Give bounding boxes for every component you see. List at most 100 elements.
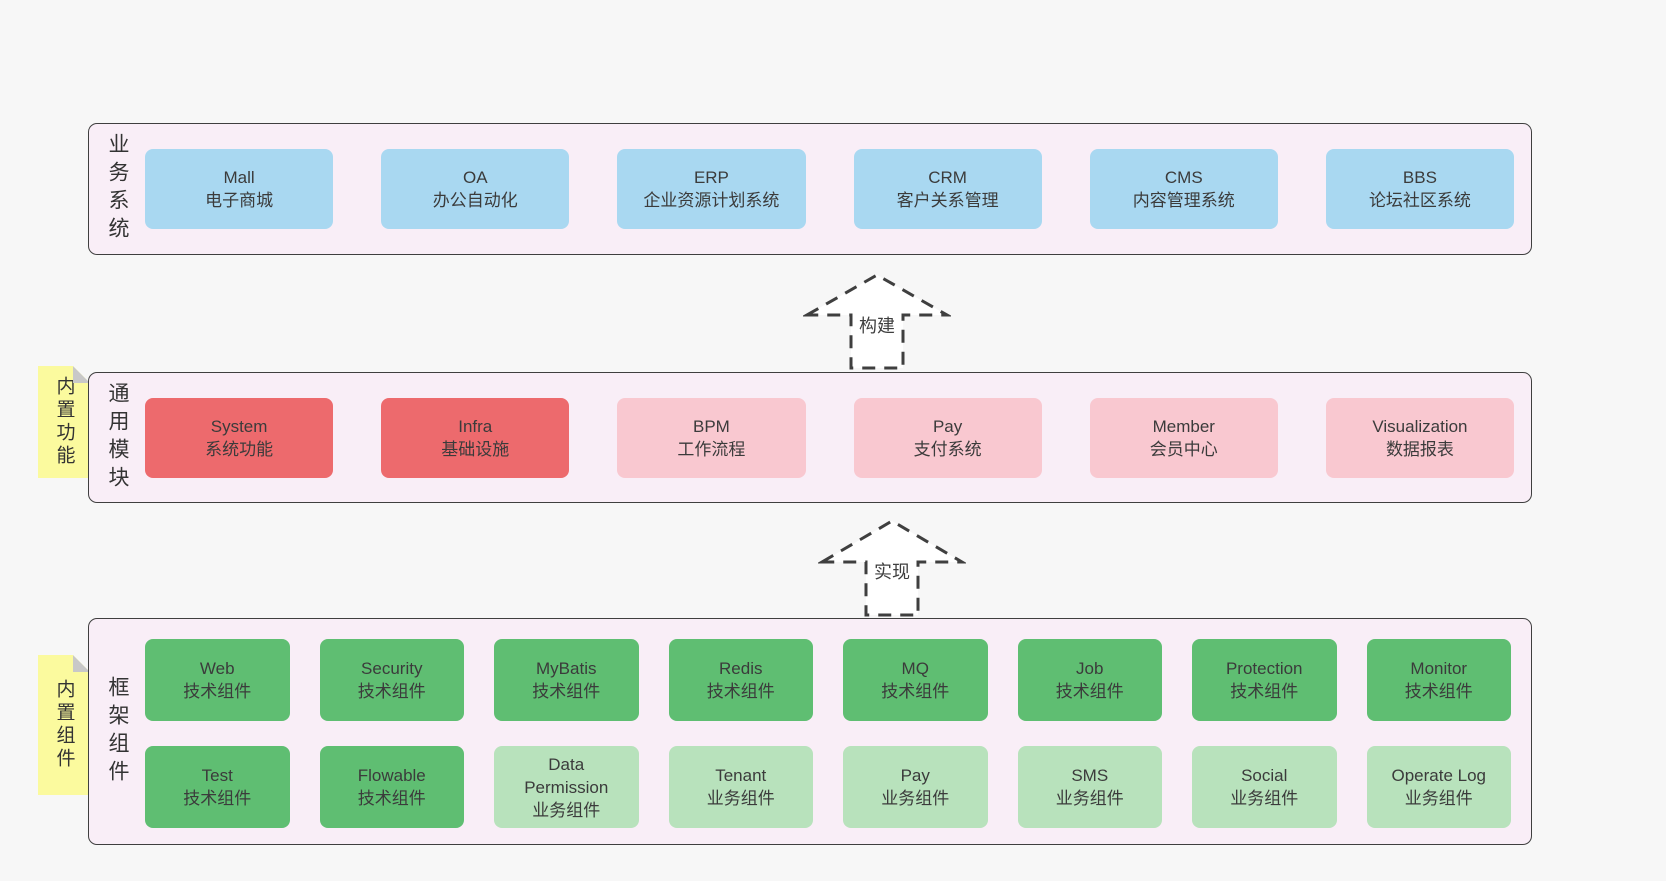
node-bbs: BBS 论坛社区系统 <box>1325 149 1515 229</box>
layer-components-label: 框架组件 <box>106 675 129 788</box>
node-erp-zh: 企业资源计划系统 <box>643 191 780 210</box>
node-cms: CMS 内容管理系统 <box>1089 149 1278 229</box>
node-redis: Redis 技术组件 <box>668 639 813 721</box>
node-member-en: Member <box>1152 416 1215 436</box>
node-sms: SMS 业务组件 <box>1017 746 1162 828</box>
node-operate-log-en: Operate Log <box>1391 766 1486 785</box>
node-flowable-en: Flowable <box>357 766 426 785</box>
sticky-built-in-features: 内置功能 <box>38 366 90 478</box>
node-test: Test 技术组件 <box>145 746 290 828</box>
node-pay-module-zh: 支付系统 <box>913 439 982 459</box>
node-redis-en: Redis <box>719 659 763 678</box>
sticky-built-in-components: 内置组件 <box>38 655 90 795</box>
node-oa-zh: 办公自动化 <box>432 191 518 210</box>
node-mall-en: Mall <box>223 168 255 187</box>
business-boxes-row: Mall 电子商城 OA 办公自动化 ERP 企业资源计划系统 CRM 客户关系… <box>145 149 1515 229</box>
node-protection-zh: 技术组件 <box>1230 682 1299 701</box>
arrow-build: 构建 <box>803 271 951 372</box>
node-data-permission: Data Permission 业务组件 <box>494 746 639 828</box>
node-crm: CRM 客户关系管理 <box>853 149 1042 229</box>
node-social-zh: 业务组件 <box>1230 789 1299 808</box>
arrow-implement: 实现 <box>818 517 966 619</box>
node-mall: Mall 电子商城 <box>145 149 334 229</box>
node-operate-log: Operate Log 业务组件 <box>1366 746 1511 828</box>
node-tenant-en: Tenant <box>715 766 767 785</box>
node-mybatis-zh: 技术组件 <box>532 682 601 701</box>
layer-modules-label: 通用模块 <box>106 381 129 494</box>
node-bpm-en: BPM <box>693 416 730 436</box>
node-infra: Infra 基础设施 <box>381 397 570 478</box>
node-tenant: Tenant 业务组件 <box>668 746 813 828</box>
node-member-zh: 会员中心 <box>1149 439 1218 459</box>
node-member: Member 会员中心 <box>1089 397 1278 478</box>
node-infra-en: Infra <box>458 416 493 436</box>
modules-boxes-row: System 系统功能 Infra 基础设施 BPM 工作流程 Pay 支付系统… <box>145 397 1515 478</box>
sticky-built-in-features-label: 内置功能 <box>53 376 75 468</box>
node-monitor: Monitor 技术组件 <box>1366 639 1511 721</box>
node-cms-zh: 内容管理系统 <box>1132 191 1235 210</box>
arrow-build-label: 构建 <box>857 312 897 338</box>
node-web-zh: 技术组件 <box>183 682 252 701</box>
node-erp: ERP 企业资源计划系统 <box>617 149 806 229</box>
node-visualization: Visualization 数据报表 <box>1325 397 1515 478</box>
layer-business-systems: 业务系统 Mall 电子商城 OA 办公自动化 ERP 企业资源计划系统 CRM… <box>88 123 1532 255</box>
node-visualization-en: Visualization <box>1372 416 1468 436</box>
node-mq-en: MQ <box>901 659 929 678</box>
node-bpm-zh: 工作流程 <box>677 439 746 459</box>
node-job-en: Job <box>1076 659 1104 678</box>
node-crm-zh: 客户关系管理 <box>896 191 999 210</box>
node-mybatis-en: MyBatis <box>536 659 597 678</box>
node-mall-zh: 电子商城 <box>205 191 274 210</box>
node-bbs-zh: 论坛社区系统 <box>1368 191 1471 210</box>
node-social-en: Social <box>1241 766 1288 785</box>
node-oa-en: OA <box>462 168 488 187</box>
node-infra-zh: 基础设施 <box>441 439 510 459</box>
node-security-zh: 技术组件 <box>357 682 426 701</box>
node-web: Web 技术组件 <box>145 639 290 721</box>
node-tenant-zh: 业务组件 <box>706 789 775 808</box>
node-flowable: Flowable 技术组件 <box>319 746 464 828</box>
node-cms-en: CMS <box>1164 168 1203 187</box>
node-test-en: Test <box>201 766 233 785</box>
node-mq: MQ 技术组件 <box>843 639 988 721</box>
layer-framework-components: 框架组件 Web 技术组件 Security 技术组件 MyBatis 技术组件… <box>88 618 1532 845</box>
node-monitor-zh: 技术组件 <box>1404 682 1473 701</box>
node-security: Security 技术组件 <box>319 639 464 721</box>
node-mybatis: MyBatis 技术组件 <box>494 639 639 721</box>
node-web-en: Web <box>199 659 235 678</box>
node-security-en: Security <box>361 659 423 678</box>
node-system: System 系统功能 <box>145 397 334 478</box>
node-redis-zh: 技术组件 <box>706 682 775 701</box>
node-pay-module: Pay 支付系统 <box>853 397 1042 478</box>
node-social: Social 业务组件 <box>1192 746 1337 828</box>
sticky-built-in-components-label: 内置组件 <box>53 679 75 771</box>
node-system-en: System <box>210 416 268 436</box>
layer-common-modules: 通用模块 System 系统功能 Infra 基础设施 BPM 工作流程 Pay… <box>88 372 1532 503</box>
node-job-zh: 技术组件 <box>1055 682 1124 701</box>
node-visualization-zh: 数据报表 <box>1385 439 1454 459</box>
node-flowable-zh: 技术组件 <box>357 789 426 808</box>
components-row-2: Test 技术组件 Flowable 技术组件 Data Permission … <box>145 746 1511 828</box>
node-pay-component-zh: 业务组件 <box>881 789 950 808</box>
node-data-permission-en: Data Permission <box>524 754 609 797</box>
node-bpm: BPM 工作流程 <box>617 397 806 478</box>
node-sms-zh: 业务组件 <box>1055 789 1124 808</box>
node-data-permission-zh: 业务组件 <box>532 800 601 820</box>
node-test-zh: 技术组件 <box>183 789 252 808</box>
node-job: Job 技术组件 <box>1017 639 1162 721</box>
node-oa: OA 办公自动化 <box>381 149 570 229</box>
node-crm-en: CRM <box>928 168 967 187</box>
node-protection-en: Protection <box>1225 659 1303 678</box>
layer-business-label: 业务系统 <box>106 133 129 245</box>
node-pay-component-en: Pay <box>900 766 930 785</box>
node-mq-zh: 技术组件 <box>881 682 950 701</box>
node-operate-log-zh: 业务组件 <box>1404 789 1473 808</box>
node-monitor-en: Monitor <box>1410 659 1468 678</box>
node-sms-en: SMS <box>1071 766 1109 785</box>
arrow-implement-label: 实现 <box>872 558 912 584</box>
components-row-1: Web 技术组件 Security 技术组件 MyBatis 技术组件 Redi… <box>145 639 1511 721</box>
node-bbs-en: BBS <box>1402 168 1437 187</box>
node-pay-component: Pay 业务组件 <box>843 746 988 828</box>
node-system-zh: 系统功能 <box>205 439 274 459</box>
